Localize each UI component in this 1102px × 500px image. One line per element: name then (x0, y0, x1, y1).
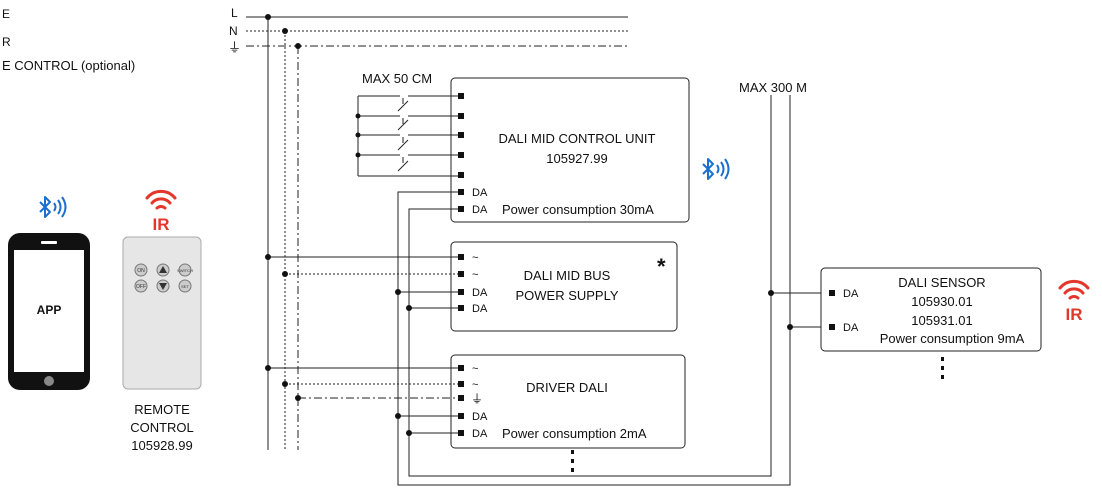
control-unit-terminals (458, 93, 464, 212)
driver-earth-symbol: ⏚ (471, 392, 483, 406)
driver-da-1: DA (472, 411, 488, 423)
remote-btn-off: OFF (136, 284, 146, 290)
driver-title: DRIVER DALI (526, 380, 608, 395)
mains-feed-junctions (265, 254, 301, 401)
control-unit-da-2: DA (472, 204, 488, 216)
remote-btn-switch: SWITCH (177, 268, 193, 273)
pushbutton-wiring (357, 95, 458, 177)
driver-tilde-1: ~ (472, 363, 478, 375)
sensor-terminals (829, 290, 835, 330)
remote-label-2: CONTROL (130, 420, 194, 435)
legend-line-2: R (2, 35, 11, 49)
ir-sensor-label: IR (1066, 305, 1083, 324)
mains-n-label: N (229, 24, 238, 38)
sensor-box (820, 267, 1042, 352)
remote-btn-set: SET (181, 284, 189, 289)
control-unit-code: 105927.99 (546, 151, 607, 166)
sensor-title: DALI SENSOR (898, 275, 985, 290)
bus-power-title-2: POWER SUPPLY (515, 288, 618, 303)
bus-power-tilde-2: ~ (472, 269, 478, 281)
remote-code: 105928.99 (131, 438, 192, 453)
dali-bus-junctions (395, 289, 793, 436)
control-unit-box (450, 77, 690, 223)
mains-l-label: L (231, 6, 238, 20)
remote-ir-icon: IR (145, 189, 177, 234)
legend-line-3: E CONTROL (optional) (2, 58, 135, 73)
sensor-code-1: 105930.01 (911, 294, 972, 309)
bus-power-tilde-1: ~ (472, 252, 478, 264)
pushbutton-junctions (355, 113, 361, 158)
bus-power-terminals (458, 254, 464, 311)
phone: APP (8, 233, 90, 390)
max-300m-label: MAX 300 M (739, 80, 807, 95)
control-unit-title: DALI MID CONTROL UNIT (499, 131, 656, 146)
driver-power: Power consumption 2mA (502, 426, 647, 441)
sensor-power: Power consumption 9mA (880, 331, 1025, 346)
driver-continuation-dots (571, 450, 574, 472)
remote-label-1: REMOTE (134, 402, 190, 417)
mains-feed-wires (268, 256, 458, 399)
dali-bus-wires (397, 95, 826, 486)
driver-box (450, 354, 686, 449)
control-unit-power: Power consumption 30mA (502, 202, 654, 217)
bluetooth-icon (702, 158, 730, 180)
sensor-code-2: 105931.01 (911, 313, 972, 328)
driver-da-2: DA (472, 428, 488, 440)
max-50cm-label: MAX 50 CM (362, 71, 432, 86)
bus-power-title-1: DALI MID BUS (524, 268, 611, 283)
bus-power-asterisk: * (657, 254, 666, 279)
phone-bluetooth-icon (39, 196, 67, 218)
sensor-continuation-dots (941, 357, 944, 379)
remote-control: ON OFF SWITCH SET (122, 236, 202, 390)
bus-power-da-2: DA (472, 303, 488, 315)
remote-btn-on: ON (137, 268, 145, 274)
ir-sensor-icon: IR (1058, 279, 1090, 324)
mains-junctions (265, 14, 301, 49)
mains-earth-label: ⏚ (228, 40, 241, 55)
remote-ir-label: IR (153, 215, 170, 234)
sensor-da-1: DA (843, 288, 859, 300)
mains-lines (246, 16, 628, 450)
driver-tilde-2: ~ (472, 379, 478, 391)
bus-power-da-1: DA (472, 287, 488, 299)
legend-line-1: E (2, 7, 10, 21)
bus-power-box (450, 241, 678, 332)
sensor-da-2: DA (843, 322, 859, 334)
phone-app-label: APP (37, 303, 62, 317)
driver-terminals (458, 365, 464, 436)
control-unit-da-1: DA (472, 187, 488, 199)
